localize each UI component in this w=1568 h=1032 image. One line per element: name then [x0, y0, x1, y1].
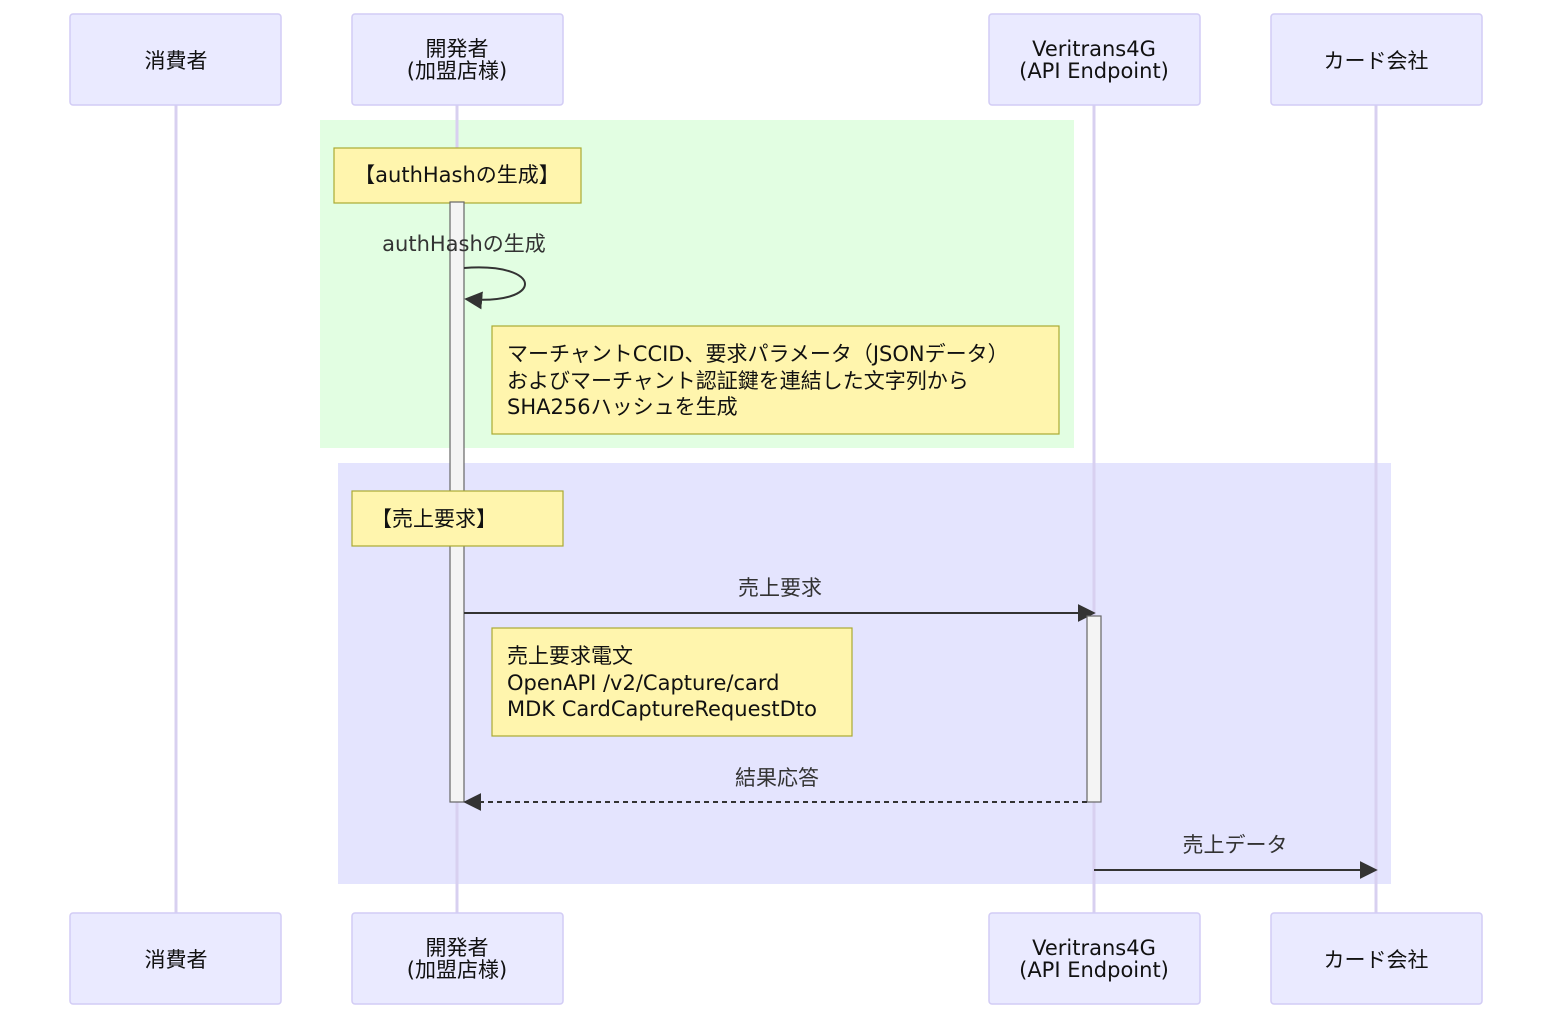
participant-sublabel: (API Endpoint)	[1019, 958, 1169, 982]
participant-consumer-top: 消費者	[69, 13, 282, 106]
note-auth-hash-description: マーチャントCCID、要求パラメータ（JSONデータ） およびマーチャント認証鍵…	[491, 325, 1060, 435]
participant-veritrans-top: Veritrans4G (API Endpoint)	[988, 13, 1201, 106]
participant-label: カード会社	[1324, 948, 1429, 972]
participant-sublabel: (加盟店様)	[407, 59, 507, 83]
participant-label: 消費者	[145, 49, 208, 73]
participant-consumer-bottom: 消費者	[69, 912, 282, 1005]
activation-veritrans	[1086, 615, 1102, 803]
participant-label: Veritrans4G	[1032, 37, 1156, 61]
self-message-arrow	[463, 266, 526, 310]
note-line: 売上要求電文	[507, 644, 633, 668]
message-label-sales-data: 売上データ	[1183, 833, 1288, 857]
participant-label: カード会社	[1324, 49, 1429, 73]
message-label-result-response: 結果応答	[735, 766, 819, 790]
note-line: MDK CardCaptureRequestDto	[507, 697, 817, 721]
self-message-label: authHashの生成	[382, 232, 546, 256]
participant-sublabel: (API Endpoint)	[1019, 59, 1169, 83]
note-line: SHA256ハッシュを生成	[507, 395, 738, 419]
note-line: およびマーチャント認証鍵を連結した文字列から	[507, 369, 969, 393]
participant-label: 消費者	[145, 948, 208, 972]
group-title: 【売上要求】	[371, 507, 497, 531]
note-line: マーチャントCCID、要求パラメータ（JSONデータ）	[507, 342, 1009, 366]
participant-developer-bottom: 開発者 (加盟店様)	[351, 912, 564, 1005]
note-sales-request-title: 【売上要求】	[351, 490, 564, 547]
participant-developer-top: 開発者 (加盟店様)	[351, 13, 564, 106]
participant-veritrans-bottom: Veritrans4G (API Endpoint)	[988, 912, 1201, 1005]
group-title: 【authHashの生成】	[354, 163, 560, 187]
message-label-sales-request: 売上要求	[738, 576, 822, 600]
participant-card-company-top: カード会社	[1270, 13, 1483, 106]
note-line: OpenAPI /v2/Capture/card	[507, 671, 780, 695]
note-auth-hash-title: 【authHashの生成】	[333, 147, 582, 204]
participant-label: 開発者	[426, 37, 489, 61]
participant-label: Veritrans4G	[1032, 936, 1156, 960]
participant-card-company-bottom: カード会社	[1270, 912, 1483, 1005]
participant-sublabel: (加盟店様)	[407, 958, 507, 982]
participant-label: 開発者	[426, 936, 489, 960]
note-sales-request-description: 売上要求電文 OpenAPI /v2/Capture/card MDK Card…	[491, 627, 853, 737]
